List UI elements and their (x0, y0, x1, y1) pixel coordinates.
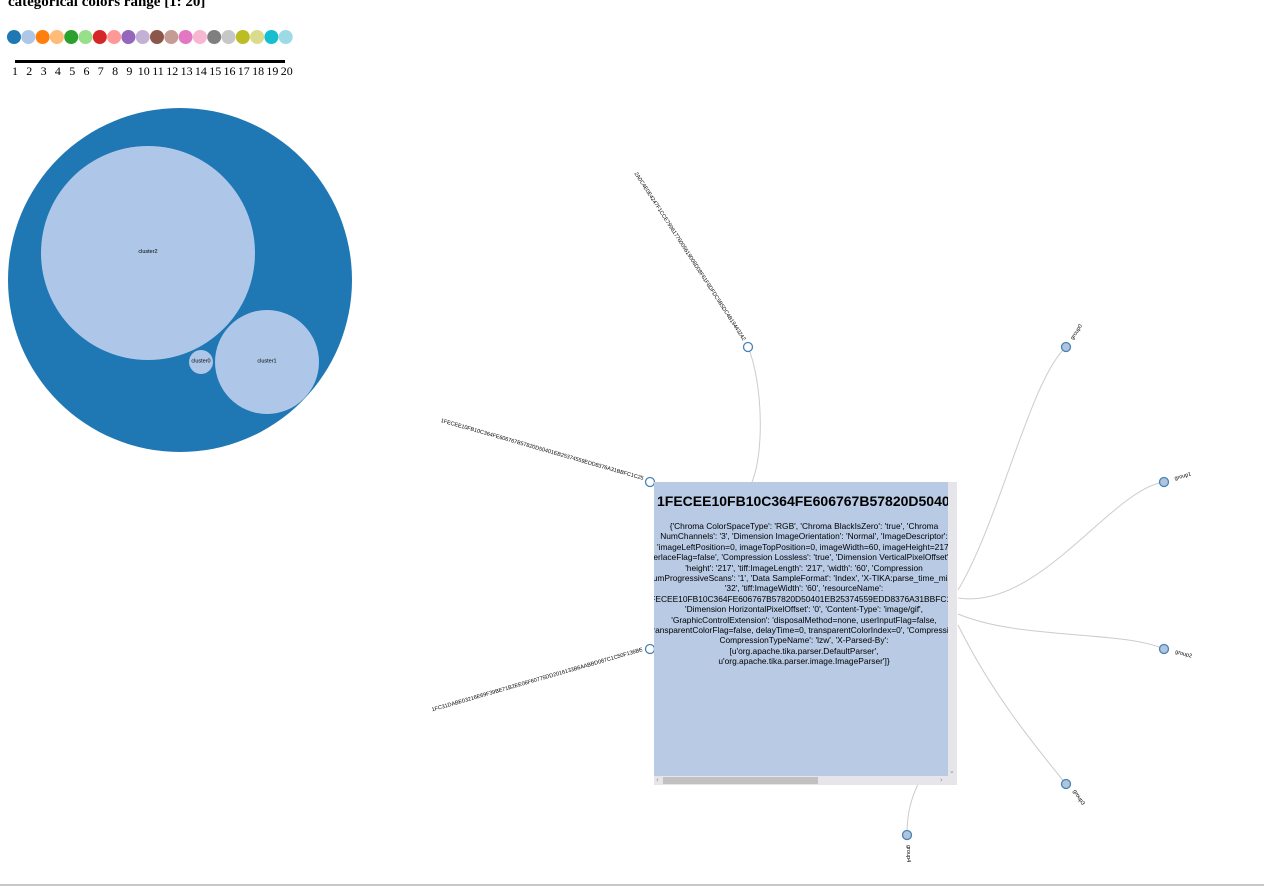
pack-cluster1-circle[interactable] (215, 310, 319, 414)
tree-label-file: 2A0C4E0E4247F1CCE79961776005619008D08F61… (633, 171, 747, 342)
palette-swatch (192, 30, 207, 44)
popup-content: 1FECEE10FB10C364FE606767B57820D50401EB25… (654, 482, 948, 776)
tree-label-file: 1FC31DABE03216E69F39BE71B2EE06F60775DD20… (431, 647, 644, 713)
palette-swatch (221, 30, 236, 44)
pack-cluster0-label: cluster0 (191, 359, 210, 365)
palette-swatch (78, 30, 93, 44)
tree-label-group: group0 (1070, 323, 1084, 341)
tree-label-group: group3 (1071, 789, 1085, 807)
node-details-popup[interactable]: 1FECEE10FB10C364FE606767B57820D50401EB25… (654, 482, 957, 785)
palette-scale-label: 5 (69, 64, 75, 78)
page-title: categorical colors range [1: 20] (8, 0, 206, 10)
palette-swatch (64, 30, 79, 44)
palette-swatch (92, 30, 107, 44)
palette-scale-label: 14 (195, 64, 207, 78)
palette-swatch (264, 30, 279, 44)
tree-label-group: group2 (1174, 649, 1192, 659)
tree-link (747, 346, 761, 483)
scroll-down-arrow-icon[interactable]: ⌄ (949, 767, 955, 775)
palette-swatch (235, 30, 250, 44)
palette-swatch (107, 30, 122, 44)
palette-scale-label: 20 (281, 64, 293, 78)
pack-cluster1-label: cluster1 (257, 359, 276, 365)
scroll-left-arrow-icon[interactable]: ‹ (656, 776, 659, 784)
tree-link (957, 481, 1165, 600)
popup-heading: 1FECEE10FB10C364FE606767B57820D50401EB25… (657, 493, 948, 509)
pack-layout: cluster2 cluster0 cluster1 (8, 108, 352, 452)
palette-scale-label: 16 (224, 64, 236, 78)
tree-node-file[interactable] (742, 341, 754, 353)
palette-scale-label: 6 (84, 64, 90, 78)
palette-scale-label: 18 (252, 64, 264, 78)
palette-swatch (250, 30, 265, 44)
palette-swatch (164, 30, 179, 44)
palette-scale-label: 7 (98, 64, 104, 78)
palette-scale-label: 19 (266, 64, 278, 78)
palette-scale-label: 8 (112, 64, 118, 78)
palette-swatch (7, 30, 21, 44)
palette-scale-label: 1 (12, 64, 18, 78)
tree-label-file: 1FECEE10FB10C364FE606767B57820D50401EB25… (440, 418, 644, 482)
palette-swatch (135, 30, 150, 44)
tree-link (957, 613, 1165, 650)
palette-swatch (21, 30, 36, 44)
palette-scale-label: 13 (181, 64, 193, 78)
palette-swatch (178, 30, 193, 44)
popup-horizontal-scrollbar[interactable]: ‹ › (654, 776, 948, 785)
pack-cluster2-label: cluster2 (138, 249, 157, 255)
popup-metadata-text: {'Chroma ColorSpaceType': 'RGB', 'Chroma… (654, 521, 948, 667)
tree-node-group[interactable] (1158, 643, 1170, 655)
popup-vertical-scrollbar[interactable]: ⌄ (948, 482, 957, 776)
tree-node-group[interactable] (1060, 341, 1072, 353)
tree-node-group[interactable] (1060, 778, 1072, 790)
palette-scale-label: 17 (238, 64, 250, 78)
tree-label-group: group4 (905, 845, 911, 862)
palette-scale-label: 11 (152, 64, 164, 78)
palette-scale-label: 4 (55, 64, 61, 78)
palette-swatch (207, 30, 222, 44)
tree-link (957, 346, 1067, 591)
palette-scale-label: 15 (209, 64, 221, 78)
tree-label-group: group1 (1174, 471, 1192, 481)
tree-link (906, 779, 921, 836)
palette-scale-label: 12 (166, 64, 178, 78)
scroll-right-arrow-icon[interactable]: › (940, 776, 943, 784)
palette-scale-label: 9 (126, 64, 132, 78)
palette-scale-label: 3 (41, 64, 47, 78)
tree-node-group[interactable] (1158, 476, 1170, 488)
palette-swatch (49, 30, 64, 44)
pack-cluster2-circle[interactable] (41, 146, 255, 360)
palette-swatch (278, 30, 293, 44)
tree-node-group[interactable] (901, 829, 913, 841)
tree-link (957, 624, 1067, 785)
tree-nodes (644, 341, 1170, 841)
popup-horizontal-scroll-thumb[interactable] (663, 777, 818, 784)
palette-swatch (121, 30, 136, 44)
pack-cluster0-circle[interactable] (189, 350, 213, 374)
page-bottom-border (0, 884, 1264, 886)
palette-scale-label: 2 (26, 64, 32, 78)
color-palette (7, 30, 293, 44)
palette-swatch (150, 30, 164, 44)
palette-scale-label: 10 (138, 64, 150, 78)
palette-swatch (35, 30, 50, 44)
